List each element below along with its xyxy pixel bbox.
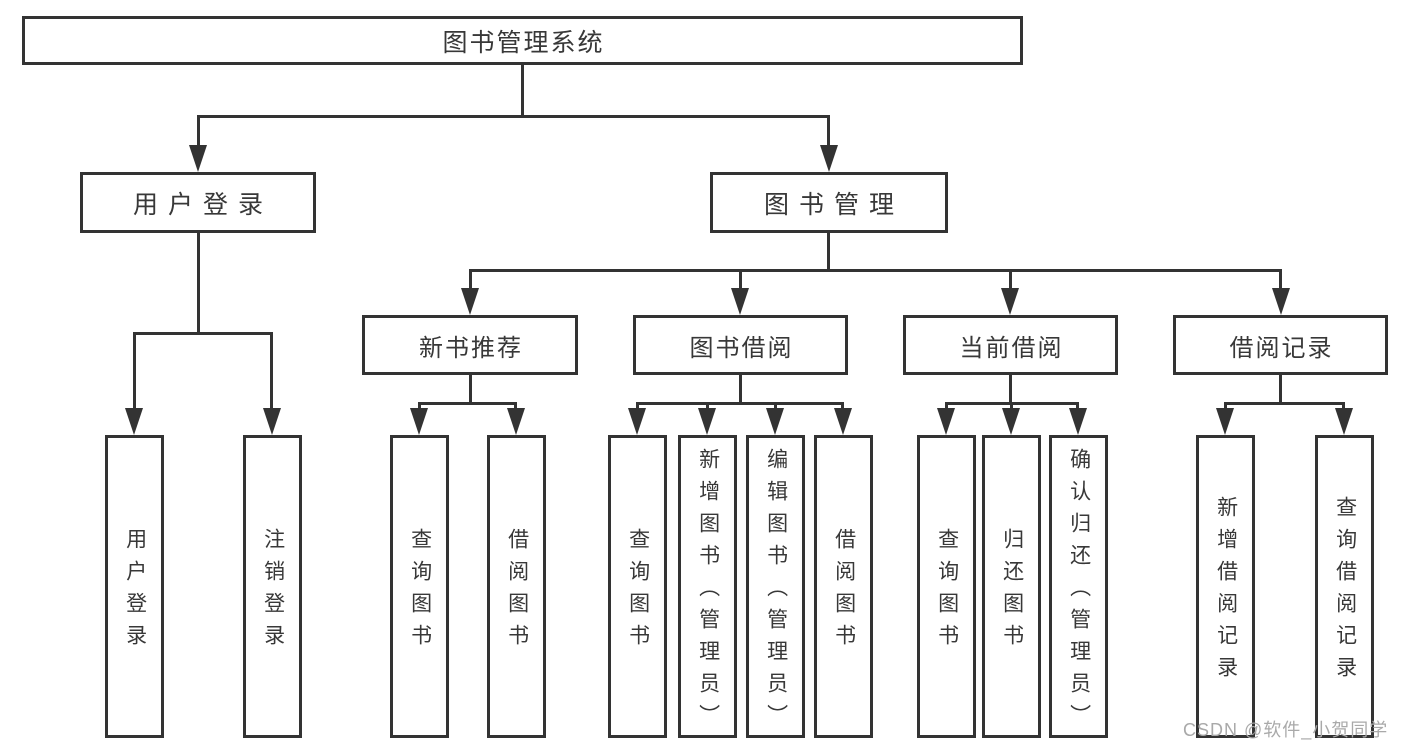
leaf-recommend-query-books: 查询图书: [390, 435, 449, 738]
leaf-return-books-label: 归还图书: [1000, 528, 1024, 656]
node-book-borrowing: 图书借阅: [633, 315, 848, 375]
connector-segments: [133, 65, 1345, 412]
leaf-add-book-admin-label: 新增图书（管理员）: [696, 448, 720, 736]
leaf-add-borrow-record-label: 新增借阅记录: [1214, 496, 1238, 688]
leaf-query-borrow-record: 查询借阅记录: [1315, 435, 1374, 738]
leaf-recommend-query-books-label: 查询图书: [408, 528, 432, 656]
node-book-management-label: 图书管理: [763, 190, 904, 219]
leaf-borrowing-query-books-label: 查询图书: [626, 528, 650, 656]
leaf-recommend-borrow-books: 借阅图书: [487, 435, 546, 738]
leaf-borrowing-borrow-books-label: 借阅图书: [832, 528, 856, 656]
leaf-borrowing-borrow-books: 借阅图书: [814, 435, 873, 738]
leaf-add-book-admin: 新增图书（管理员）: [678, 435, 737, 738]
leaf-edit-book-admin: 编辑图书（管理员）: [746, 435, 805, 738]
leaf-edit-book-admin-label: 编辑图书（管理员）: [764, 448, 788, 736]
arrowheads: [125, 145, 1353, 435]
leaf-current-query-books-label: 查询图书: [935, 528, 959, 656]
node-user-login: 用户登录: [80, 172, 316, 233]
leaf-borrowing-query-books: 查询图书: [608, 435, 667, 738]
leaf-confirm-return-admin-label: 确认归还（管理员）: [1067, 448, 1091, 736]
leaf-return-books: 归还图书: [982, 435, 1041, 738]
node-user-login-label: 用户登录: [132, 190, 273, 219]
node-new-book-recommend: 新书推荐: [362, 315, 578, 375]
node-library-system-label: 图书管理系统: [442, 28, 605, 57]
node-current-borrowing-label: 当前借阅: [959, 334, 1064, 362]
leaf-recommend-borrow-books-label: 借阅图书: [505, 528, 529, 656]
leaf-add-borrow-record: 新增借阅记录: [1196, 435, 1255, 738]
node-book-management: 图书管理: [710, 172, 948, 233]
node-library-system: 图书管理系统: [22, 16, 1023, 65]
node-book-borrowing-label: 图书借阅: [689, 334, 794, 362]
leaf-query-borrow-record-label: 查询借阅记录: [1333, 496, 1357, 688]
leaf-logout: 注销登录: [243, 435, 302, 738]
leaf-logout-label: 注销登录: [261, 528, 285, 656]
leaf-user-login-label: 用户登录: [123, 528, 147, 656]
node-new-book-recommend-label: 新书推荐: [419, 334, 523, 362]
leaf-confirm-return-admin: 确认归还（管理员）: [1049, 435, 1108, 738]
leaf-current-query-books: 查询图书: [917, 435, 976, 738]
leaf-user-login: 用户登录: [105, 435, 164, 738]
node-current-borrowing: 当前借阅: [903, 315, 1118, 375]
node-borrowing-records: 借阅记录: [1173, 315, 1388, 375]
node-borrowing-records-label: 借阅记录: [1229, 334, 1334, 362]
csdn-watermark: CSDN @软件_小贺同学: [1183, 720, 1389, 740]
